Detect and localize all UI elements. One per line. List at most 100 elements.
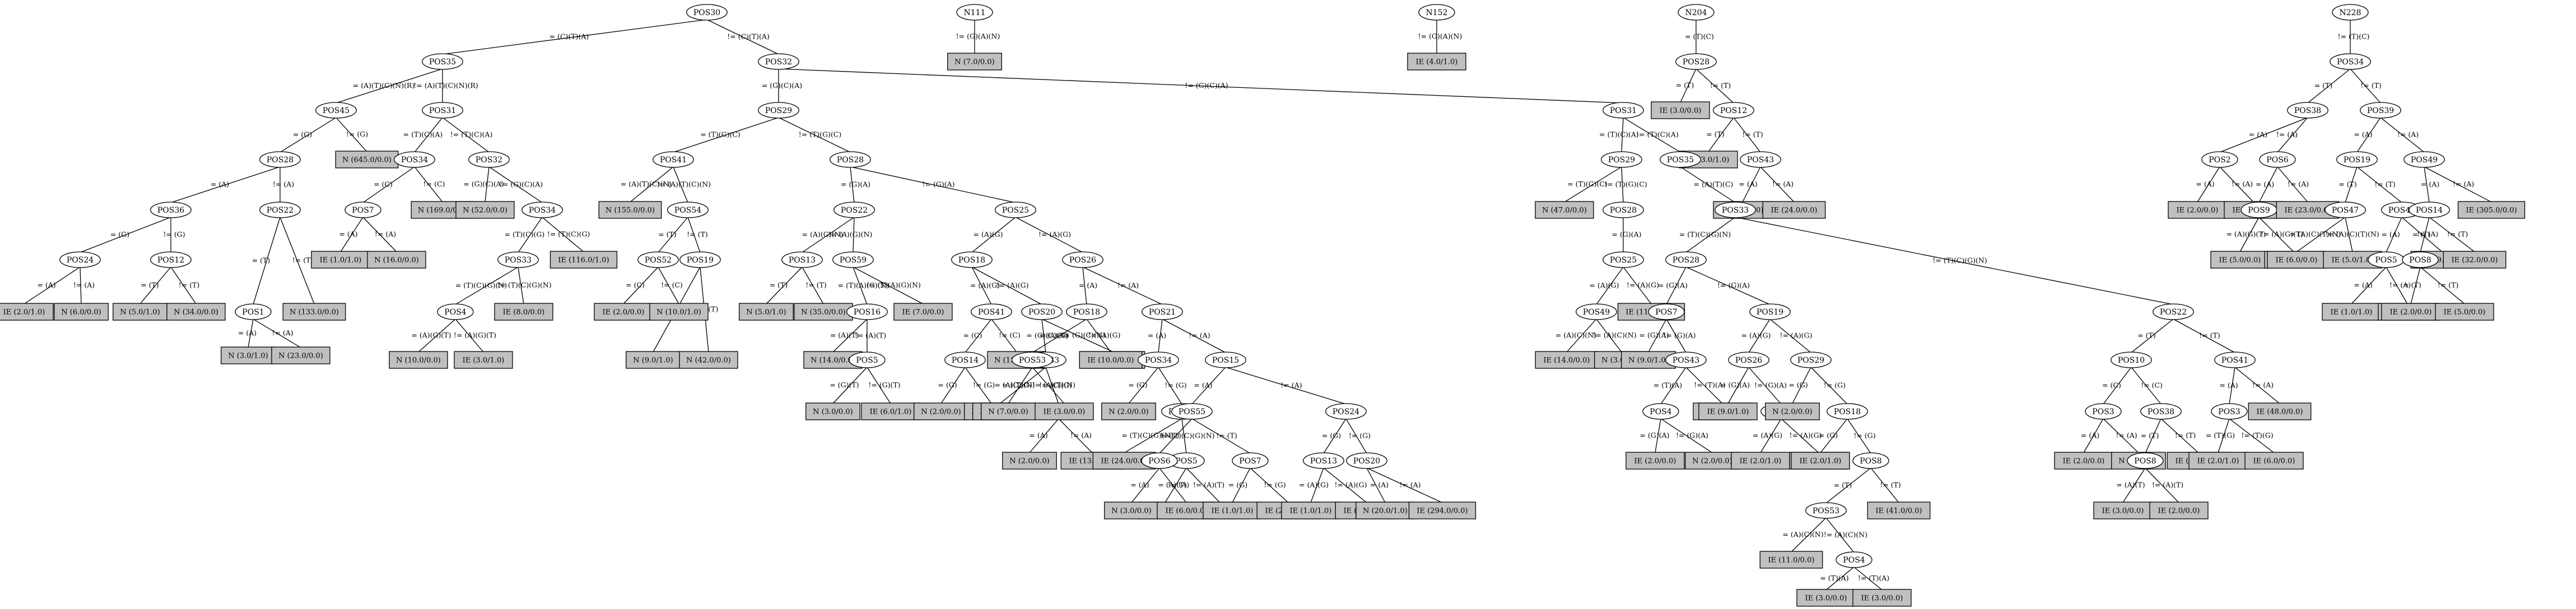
split-node-pos13: POS13 <box>1303 452 1344 469</box>
edge-label: = (A)(T)(C)(N) <box>621 180 672 188</box>
leaf-box <box>54 303 109 321</box>
node-ellipse <box>832 251 874 268</box>
node-ellipse <box>235 303 272 320</box>
node-ellipse <box>1601 151 1642 168</box>
node-label: IE (32.0/0.0) <box>2452 256 2498 265</box>
split-node-pos38: POS38 <box>2140 403 2182 420</box>
node-ellipse <box>2325 202 2366 218</box>
node-label: POS54 <box>674 206 701 215</box>
edge-n3-n111 <box>778 68 1624 104</box>
leaf-box <box>454 351 513 369</box>
edge-n174-n177 <box>2356 166 2402 203</box>
node-label: IE (48.0/0.0) <box>2257 408 2303 416</box>
edge-n128-n131 <box>1660 418 1713 453</box>
split-node-pos9: POS9 <box>2240 202 2277 218</box>
node-ellipse <box>468 151 510 168</box>
edge-n108-n109 <box>1742 166 1761 203</box>
node-label: POS22 <box>841 206 868 215</box>
node-ellipse <box>995 202 1036 218</box>
leaf-node: IE (116.0/1.0) <box>549 251 618 269</box>
node-label: POS31 <box>429 106 456 115</box>
leaf-node: N (16.0/0.0) <box>367 251 426 269</box>
node-label: POS4 <box>444 308 466 317</box>
edge-label: = (G)(A) <box>1658 281 1688 289</box>
node-ellipse <box>1675 53 1717 70</box>
edge-n184-n187 <box>2429 217 2475 252</box>
edge-n167-n171 <box>2277 166 2308 203</box>
edge-n151-n154 <box>2145 418 2162 454</box>
edge-n106-n107 <box>1708 117 1734 152</box>
edge-label: = (T) <box>2403 281 2421 289</box>
node-label: IE (2.0/0.0) <box>2158 507 2200 516</box>
node-label: POS43 <box>1747 156 1774 165</box>
edge-label: = (T)(C)(A) <box>1599 130 1639 139</box>
node-label: N204 <box>1685 8 1707 17</box>
leaf-box <box>805 402 860 420</box>
edge-n165-n174 <box>2356 117 2381 153</box>
edge-label: != (T)(G)(C) <box>1604 180 1647 189</box>
leaf-node: N (34.0/0.0) <box>166 303 226 321</box>
edge-label: != (T)(C)(G)(N) <box>1160 432 1214 440</box>
edge-n132-n134 <box>1727 367 1749 404</box>
edge-label: = (A)(G) <box>970 281 1000 289</box>
node-label: POS15 <box>1212 356 1239 365</box>
edge-n58-n71 <box>1082 266 1087 305</box>
edge-n122-n124 <box>1666 266 1687 305</box>
edge-label: = (T) <box>2412 230 2431 238</box>
node-ellipse <box>521 202 563 218</box>
edge-n112-n115 <box>1621 166 1624 203</box>
edge-n163-n164 <box>2307 68 2351 104</box>
edge-label: != (A)(C)(N) <box>1592 331 1636 339</box>
leaf-node: IE (48.0/0.0) <box>2248 402 2312 420</box>
edge-label: != (G) <box>973 381 995 389</box>
edge-label: = (G) <box>110 230 129 238</box>
leaf-node: IE (5.0/0.0) <box>2210 251 2270 269</box>
edge-label: != (T)(C)(G) <box>547 230 590 238</box>
node-ellipse <box>1012 352 1053 368</box>
edge-label: = (G)(A) <box>1640 431 1670 439</box>
node-label: POS29 <box>1797 356 1824 365</box>
node-label: IE (1.0/1.0) <box>2331 308 2373 317</box>
leaf-box <box>2188 452 2248 470</box>
edge-n88-n92 <box>1250 467 1289 503</box>
split-node-pos4: POS4 <box>1836 551 1872 568</box>
split-node-pos16: POS16 <box>846 303 888 320</box>
leaf-node: N (5.0/1.0) <box>739 303 794 321</box>
split-node-pos49: POS49 <box>1576 303 1617 320</box>
node-label: IE (3.0/0.0) <box>1805 594 1847 603</box>
node-ellipse <box>1142 303 1183 320</box>
edge-label: = (A)(T) <box>830 331 859 339</box>
node-label: IE (305.0/0.0) <box>2466 207 2517 215</box>
node-label: POS46 <box>2388 206 2415 215</box>
node-ellipse <box>2336 151 2378 168</box>
node-label: POS6 <box>1148 457 1170 466</box>
edge-label: = (T) <box>141 281 159 289</box>
node-label: IE (8.0/0.0) <box>503 308 545 317</box>
node-label: POS38 <box>2148 407 2174 416</box>
edge-n48-n51 <box>853 266 868 305</box>
node-label: POS4 <box>1650 407 1671 416</box>
leaf-box <box>594 303 653 321</box>
leaf-node: IE (3.0/0.0) <box>1852 589 1912 607</box>
edge-n186-n189 <box>2420 266 2465 304</box>
edge-n177-n180 <box>2386 217 2402 253</box>
edge-label: != (C) <box>423 180 445 188</box>
leaf-box <box>981 402 1036 420</box>
leaf-box <box>914 402 968 420</box>
node-ellipse <box>1728 352 1769 368</box>
edge-label: != (A)(C)(T)(N) <box>2325 230 2379 238</box>
leaf-box <box>947 53 1002 71</box>
node-label: IE (2.0/0.0) <box>1634 457 1676 466</box>
node-label: POS28 <box>1610 206 1637 215</box>
edge-label: != (T)(C) <box>2338 32 2370 41</box>
edge-n116-n117 <box>1596 266 1624 305</box>
node-label: POS31 <box>1610 106 1637 115</box>
node-label: POS33 <box>505 256 532 265</box>
node-label: IE (294.0/0.0) <box>1417 507 1468 516</box>
leaf-node: IE (3.0/0.0) <box>1035 402 1094 420</box>
edge-label: = (T)(A) <box>1653 381 1682 390</box>
node-label: POS18 <box>1073 308 1100 317</box>
edge-label: != (T) <box>687 230 708 238</box>
split-node-pos38: POS38 <box>2287 102 2328 119</box>
leaf-box <box>1281 502 1340 519</box>
